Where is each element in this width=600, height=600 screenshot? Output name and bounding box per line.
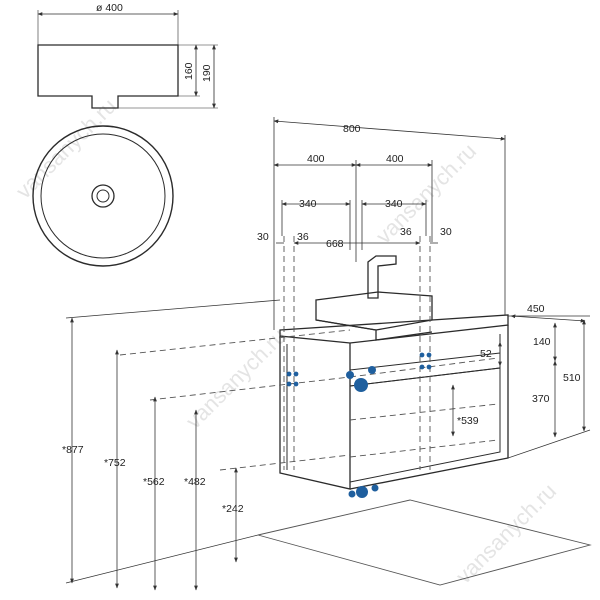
plumbing-dot [426, 352, 432, 358]
dim-center: 668 [326, 238, 344, 250]
plumbing-dot [293, 381, 299, 387]
dim-height-242: *242 [222, 503, 244, 515]
faucet-body [367, 255, 397, 299]
drain-connection [356, 486, 368, 498]
watermark: vansanych.ru [181, 323, 291, 433]
drain-connection [368, 366, 376, 374]
drain-connection [346, 371, 354, 379]
dim-inner-left: 340 [299, 198, 317, 210]
plumbing-dot [286, 381, 292, 387]
dashed-line [349, 439, 499, 458]
depth-dimensions [451, 314, 591, 459]
dim-depth-52: 52 [480, 348, 492, 360]
drain-connection [348, 490, 356, 498]
plumbing-dot [419, 364, 425, 370]
floor-outline [257, 499, 592, 586]
dim-depth-370: 370 [532, 393, 550, 405]
cabinet [279, 314, 509, 490]
basin-rim-inner [40, 133, 166, 259]
dim-depth-total: 450 [527, 303, 545, 315]
dim-half-left: 400 [307, 153, 325, 165]
plumbing-dot [426, 364, 432, 370]
dim-offset-left-outer: 30 [257, 231, 269, 243]
dim-half-right: 400 [386, 153, 404, 165]
dashed-line [149, 376, 351, 401]
dashed-line [349, 403, 499, 421]
plumbing-dot [419, 352, 425, 358]
dashed-line [219, 454, 351, 471]
basin-plan-view [32, 125, 174, 267]
dim-total-width: 800 [343, 123, 361, 135]
dim-depth-539: *539 [457, 415, 479, 427]
drain-connection [371, 484, 379, 492]
plumbing-dot [286, 371, 292, 377]
drain-outer [91, 184, 115, 208]
dim-depth-510: 510 [563, 372, 581, 384]
vessel-basin-front [315, 319, 433, 341]
basin-height-label: 160 [183, 62, 195, 80]
dim-offset-right-outer: 30 [440, 226, 452, 238]
basin-side-view [37, 10, 218, 109]
dim-offset-left-inner: 36 [297, 231, 309, 243]
plumbing-points [286, 352, 432, 498]
cabinet-inner-frame [286, 334, 501, 470]
dim-height-877: *877 [62, 444, 84, 456]
height-dimensions [65, 299, 281, 591]
dashed-line [119, 329, 351, 356]
floor-footprint [257, 499, 592, 586]
faucet [367, 255, 397, 299]
plumbing-dot [293, 371, 299, 377]
drain-inner [96, 189, 110, 203]
dimension-line [510, 314, 586, 323]
projection-lines [119, 236, 499, 471]
dimension-line [273, 119, 506, 141]
drain-connection [354, 378, 368, 392]
dim-height-752: *752 [104, 457, 126, 469]
width-dimensions [273, 117, 506, 330]
watermark: vansanych.ru [11, 93, 121, 203]
basin-total-height-label: 190 [201, 64, 213, 82]
basin-diameter-label: ø 400 [96, 2, 123, 14]
extension-line [507, 429, 591, 459]
dim-inner-right: 340 [385, 198, 403, 210]
basin-rim-outer [32, 125, 174, 267]
floor-reference-line [65, 534, 259, 584]
vessel-basin [315, 291, 433, 341]
cabinet-left-panel [279, 336, 351, 490]
dim-depth-140: 140 [533, 336, 551, 348]
dim-height-562: *562 [143, 476, 165, 488]
watermark-group: vansanych.ru vansanych.ru vansanych.ru v… [11, 93, 561, 588]
countertop [279, 314, 509, 344]
dim-offset-right-inner: 36 [400, 226, 412, 238]
cabinet-drawer-front [349, 367, 501, 483]
dim-height-482: *482 [184, 476, 206, 488]
extension-line [65, 299, 281, 319]
